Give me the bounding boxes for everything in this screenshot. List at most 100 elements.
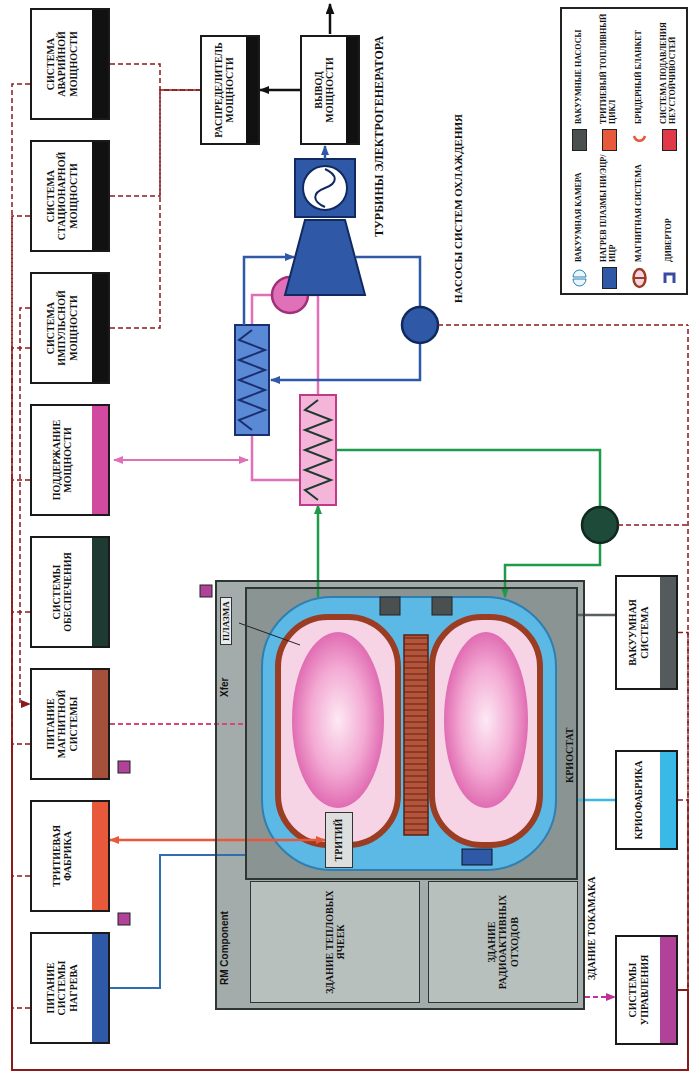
part-label: ТУРБИНЫ ЭЛЕКТРОГЕНЕРАТОРА (372, 36, 387, 237)
system-box: СИСТЕМА ИМПУЛЬСНОЙ МОЩНОСТИ (30, 272, 110, 384)
control-bus (438, 324, 688, 326)
connector (678, 633, 688, 991)
box-label: ПОДДЕРЖАНИЕ МОЩНОСТИ (51, 411, 74, 509)
building-zone: ЗДАНИЕ ТЕПЛОВЫХ ЯЧЕЕК (250, 881, 420, 1003)
box-text-area: ПИТАНИЕ СИСТЕМЫ НАГРЕВА (32, 934, 92, 1042)
connector (110, 64, 200, 90)
building-label: ЗДАНИЕ ТОКАМАКА (586, 877, 597, 980)
legend-symbol (632, 129, 647, 151)
box-label: ПИТАНИЕ МАГНИТНОЙ СИСТЕМЫ (45, 675, 80, 773)
box-text-stack: СИСТЕМА АВАРИЙНОЙ МОЩНОСТИ (45, 15, 80, 113)
legend-entry: ТРИТИЕВЫЙ ТОПЛИВНЫЙ ЦИКЛ (594, 13, 624, 151)
box-text-area: СИСТЕМЫ УПРАВЛЕНИЯ (617, 937, 660, 1043)
color-band (92, 274, 108, 382)
system-box: ВАКУУМНАЯ СИСТЕМА (615, 575, 678, 690)
legend-symbol (572, 267, 587, 289)
tokamak-section (239, 597, 556, 870)
legend-entry: ВАКУУМНАЯ КАМЕРА (564, 151, 594, 289)
instability-markers (200, 585, 212, 597)
connector (12, 348, 688, 1070)
box-text-stack: СИСТЕМА СТАЦИОНАРНОЙ МОЩНОСТИ (45, 147, 80, 245)
turbine-generator (324, 146, 327, 159)
legend-entry: МАГНИТНАЯ СИСТЕМА (624, 151, 654, 289)
tritium-box: ТРИТИЙ (325, 812, 353, 868)
color-band (660, 937, 676, 1043)
box-text-area: СИСТЕМА СТАЦИОНАРНОЙ МОЩНОСТИ (32, 142, 92, 250)
tokamak-building-fill (215, 580, 585, 1010)
tokamak-building-fill (245, 587, 578, 880)
color-band (92, 406, 108, 514)
tokamak-section (380, 597, 400, 615)
connector (110, 855, 245, 988)
box-label: РАСПРЕДЕЛИТЕЛЬ МОЩНОСТИ (213, 42, 236, 138)
instability-markers (118, 585, 212, 925)
connector (20, 308, 30, 704)
legend-swatch (572, 129, 587, 151)
system-box: РАСПРЕДЕЛИТЕЛЬ МОЩНОСТИ (200, 35, 260, 145)
box-text-stack: ЗДАНИЕ РАДИОАКТИВНЫХ ОТХОДОВ (486, 886, 521, 998)
connector (12, 612, 688, 1070)
tokamak-section (292, 632, 384, 808)
color-band (92, 10, 108, 118)
color-band (92, 934, 108, 1042)
box-label: СИСТЕМА СТАЦИОНАРНОЙ МОЩНОСТИ (45, 147, 80, 245)
box-text-stack: ТРИТИЕВАЯ ФАБРИКА (51, 807, 74, 905)
turbine-generator (329, 4, 332, 34)
primary-cooling-loop (318, 450, 618, 597)
system-box: ТРИТИЕВАЯ ФАБРИКА (30, 800, 110, 912)
color-band (346, 37, 358, 143)
system-box: ПИТАНИЕ МАГНИТНОЙ СИСТЕМЫ (30, 668, 110, 780)
box-text-stack: ВЫВОД МОЩНОСТИ (313, 42, 336, 138)
tokamak-section (432, 597, 452, 615)
box-label: СИСТЕМЫ УПРАВЛЕНИЯ (627, 942, 650, 1038)
color-band (660, 577, 676, 688)
legend-text: ДИВЕРТОР (665, 218, 674, 262)
box-text-area: ПИТАНИЕ МАГНИТНОЙ СИСТЕМЫ (32, 670, 92, 778)
connector (12, 744, 688, 1070)
primary-cooling-loop (336, 450, 600, 507)
intermediate-loop (252, 435, 300, 480)
box-text-stack: РАСПРЕДЕЛИТЕЛЬ МОЩНОСТИ (213, 42, 236, 138)
legend-text: ТРИТИЕВЫЙ ТОПЛИВНЫЙ ЦИКЛ (600, 13, 618, 124)
steam-loop (271, 343, 420, 380)
instability-markers (118, 761, 130, 773)
legend-symbol (662, 267, 677, 289)
legend-box: ВАКУУМНАЯ КАМЕРАВАКУУМНЫЕ НАСОСЫНАГРЕВ П… (560, 7, 688, 295)
legend-entry: БРИДЕРНЫЙ БЛАНКЕТ (624, 13, 654, 151)
box-text-area: ТРИТИЕВАЯ ФАБРИКА (32, 802, 92, 910)
primary-cooling-loop (317, 505, 320, 597)
color-band (92, 538, 108, 646)
cryostat-outline: КРИОСТАТ ТРИТИЙ (245, 587, 578, 880)
legend-text: СИСТЕМА ПОДАВЛЕНИЯ НЕУСТОЙЧИВОСТЕЙ (660, 13, 678, 124)
legend-symbol (632, 267, 647, 289)
cryostat-label: КРИОСТАТ (564, 728, 575, 783)
legend-text: БРИДЕРНЫЙ БЛАНКЕТ (635, 30, 644, 124)
legend-text: ВАКУУМНАЯ КАМЕРА (575, 173, 584, 262)
turbine-generator (303, 166, 347, 210)
system-box: КРИОФАБРИКА (615, 750, 678, 850)
tokamak-section (278, 617, 398, 845)
connector (110, 723, 245, 725)
system-box: ПИТАНИЕ СИСТЕМЫ НАГРЕВА (30, 932, 110, 1044)
legend-text: МАГНИТНАЯ СИСТЕМА (635, 164, 644, 262)
box-label: КРИОФАБРИКА (633, 760, 645, 839)
legend-text: ВАКУУМНЫЕ НАСОСЫ (575, 30, 584, 124)
steam-loop (402, 307, 438, 343)
turbine-generator (315, 169, 335, 207)
box-label: ПИТАНИЕ СИСТЕМЫ НАГРЕВА (45, 939, 80, 1037)
building-zone: ЗДАНИЕ РАДИОАКТИВНЫХ ОТХОДОВ (428, 881, 578, 1003)
tokamak-section (239, 623, 300, 645)
connector (260, 89, 300, 92)
box-text-area: СИСТЕМЫ ОБЕСПЕЧЕНИЯ (32, 538, 92, 646)
legend-entry: ВАКУУМНЫЕ НАСОСЫ (564, 13, 594, 151)
legend-swatch (602, 129, 617, 151)
intermediate-loop (252, 295, 272, 325)
legend-symbol (573, 270, 586, 277)
box-text-stack: ВАКУУМНАЯ СИСТЕМА (627, 582, 650, 683)
color-band (92, 670, 108, 778)
box-text-stack: ПИТАНИЕ СИСТЕМЫ НАГРЕВА (45, 939, 80, 1037)
legend-symbol (573, 279, 586, 286)
turbine-generator (295, 159, 355, 217)
legend-symbol (633, 269, 645, 287)
box-label: ТРИТИЕВАЯ ФАБРИКА (51, 807, 74, 905)
